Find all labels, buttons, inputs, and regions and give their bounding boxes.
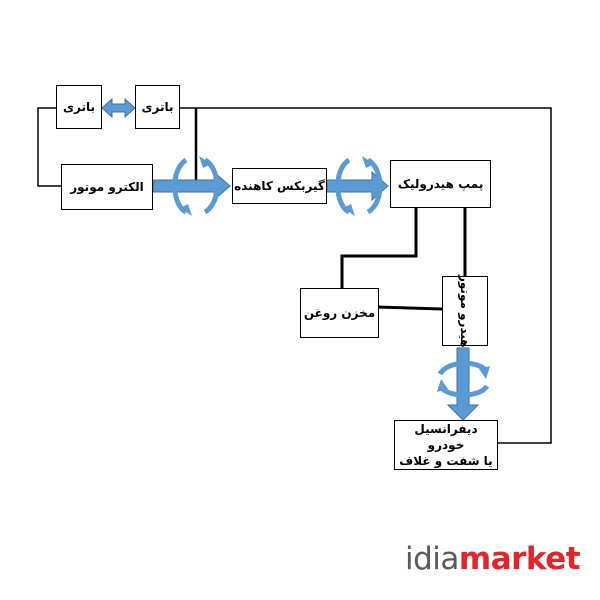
connector-reservoir-to-hydromotor (378, 305, 443, 311)
battery-right-label: باتری (141, 99, 174, 114)
oil-reservoir-label: مخزن روغن (303, 305, 376, 320)
logo-part-idia: idia (405, 541, 459, 577)
differential-box: دیفرانسیل خودرو یا شفت و غلاف (394, 420, 498, 470)
connector-battery-left-to-motor (37, 107, 61, 187)
reduction-gearbox-label: گیربکس کاهنده (234, 178, 325, 193)
differential-label: دیفرانسیل خودرو یا شفت و غلاف (399, 421, 493, 469)
battery-link-arrow (101, 97, 136, 119)
rotation-icon (335, 156, 383, 216)
idiamarket-logo: idiamarket (405, 541, 581, 577)
oil-reservoir-box: مخزن روغن (300, 288, 379, 338)
logo-part-market: market (458, 541, 581, 577)
hydraulic-pump-label: پمپ هیدرولیک (397, 176, 484, 191)
reduction-gearbox-box: گیربکس کاهنده (232, 168, 327, 204)
battery-left-box: باتری (56, 85, 102, 129)
electric-motor-label: الکترو موتور (70, 179, 144, 194)
connector-battery-right-to-differential (180, 107, 552, 444)
connector-pump-to-reservoir (340, 208, 418, 288)
rotation-icon (437, 360, 490, 398)
hydromotor-to-differential-arrow (446, 347, 480, 421)
hydraulic-motor-box: هیدرو موتور (442, 274, 488, 348)
electric-motor-box: الکترو موتور (61, 164, 153, 210)
battery-left-label: باتری (63, 99, 95, 114)
hydraulic-pump-box: پمپ هیدرولیک (390, 160, 491, 208)
hydraulic-motor-label: هیدرو موتور (458, 274, 473, 348)
rotation-icon (172, 156, 220, 216)
battery-right-box: باتری (135, 85, 180, 129)
